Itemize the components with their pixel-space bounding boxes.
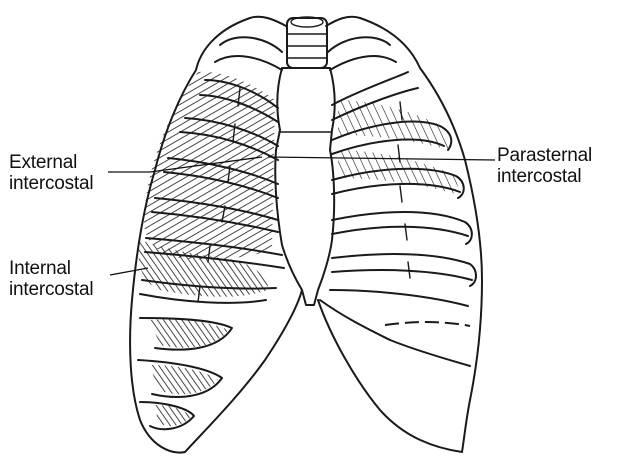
sternum [275, 68, 335, 305]
internal-label-line1: Internal [9, 258, 93, 279]
right-costal-margin [320, 300, 470, 366]
parasternal-label-line1: Parasternal [497, 145, 592, 166]
parasternal-label-line2: intercostal [497, 166, 592, 187]
external-label-line1: External [9, 152, 93, 173]
parasternal-intercostal-label: Parasternal intercostal [497, 145, 592, 187]
external-intercostal-muscle [144, 72, 275, 260]
internal-intercostal-muscle [139, 240, 269, 426]
internal-intercostal-label: Internal intercostal [9, 258, 93, 300]
trachea [287, 17, 327, 68]
internal-label-line2: intercostal [9, 279, 93, 300]
external-label-line2: intercostal [9, 173, 93, 194]
external-intercostal-label: External intercostal [9, 152, 93, 194]
clavicles [215, 17, 396, 70]
right-cage-outline [318, 18, 482, 452]
